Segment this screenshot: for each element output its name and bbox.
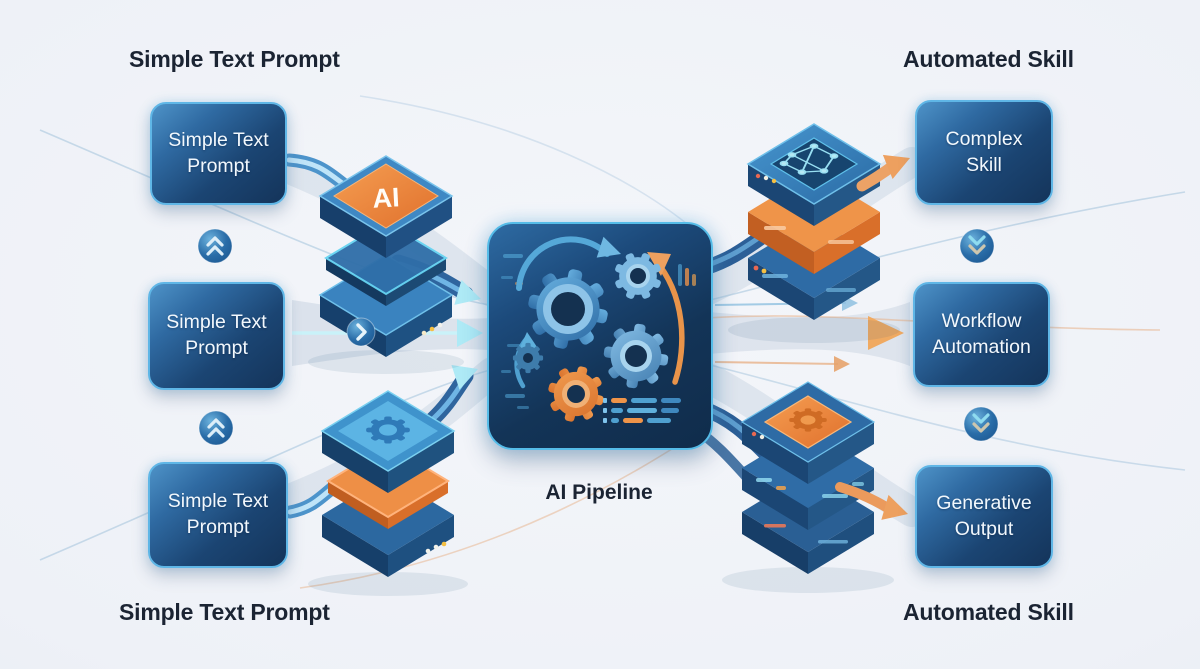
input-node-3-label: Simple Text Prompt <box>167 490 269 538</box>
model-stack-top-right <box>747 123 881 320</box>
chevron-right-icon <box>346 317 376 347</box>
ai-pipeline-node <box>487 222 713 450</box>
pipeline-gear-orange <box>541 359 611 429</box>
model-stack-bottom-right <box>741 381 875 574</box>
gear-icon-orange <box>789 408 827 432</box>
workflow-arrow <box>700 316 904 350</box>
input-connector-1 <box>282 153 349 190</box>
input-node-1-label: Simple Text Prompt <box>168 128 269 177</box>
chevron-double-up-icon-1 <box>197 228 233 264</box>
heading-simple-text-prompt-top: Simple Text Prompt <box>129 46 340 72</box>
input-node-3: Simple Text Prompt <box>148 462 288 568</box>
heading-automated-skill-top: Automated Skill <box>903 46 1074 72</box>
heading-simple-text-prompt-bottom: Simple Text Prompt <box>119 599 330 625</box>
heading-automated-skill-bottom: Automated Skill <box>903 599 1074 625</box>
chip-to-pipeline-arrow-bottom <box>424 365 478 428</box>
stack-to-complex-skill-arrow <box>856 154 910 192</box>
ai-chip-isometric: AI <box>319 155 453 357</box>
neural-network-icon <box>779 143 839 175</box>
input-node-2: Simple Text Prompt <box>148 282 285 390</box>
pipeline-gear-right <box>599 319 673 393</box>
output-node-1-label: Complex Skill <box>945 127 1023 176</box>
output-node-3-label: Generative Output <box>936 491 1032 540</box>
pipeline-gear-small <box>512 342 544 374</box>
pipeline-code-bars <box>603 398 681 423</box>
chevron-double-up-icon-2 <box>198 410 234 446</box>
pipeline-label: AI Pipeline <box>545 481 653 504</box>
pipeline-gear-topright <box>606 244 670 308</box>
input-node-2-label: Simple Text Prompt <box>166 311 267 359</box>
input-node-1: Simple Text Prompt <box>150 102 287 205</box>
chevron-double-down-icon-1 <box>959 228 995 264</box>
output-node-2-label: Workflow Automation <box>932 309 1031 358</box>
pipeline-gears-art <box>501 236 696 429</box>
chevron-double-down-icon-2 <box>963 406 999 442</box>
pipeline-gear-large <box>520 261 616 357</box>
output-node-workflow-automation: Workflow Automation <box>913 282 1050 387</box>
gear-icon <box>366 416 410 444</box>
stack-to-generative-output-arrow <box>835 482 908 520</box>
output-node-generative-output: Generative Output <box>915 465 1053 568</box>
ai-chip-label: AI <box>372 182 401 213</box>
gear-chip-isometric <box>321 390 455 577</box>
iso-shadows <box>308 317 900 596</box>
output-node-complex-skill: Complex Skill <box>915 100 1053 205</box>
